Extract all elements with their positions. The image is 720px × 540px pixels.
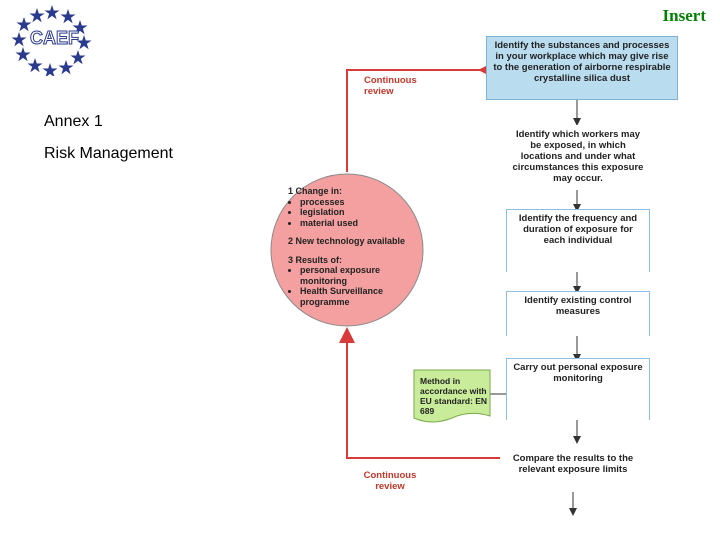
list-item: Health Surveillance programme <box>300 286 428 307</box>
trigger-change-title: 1 Change in: <box>288 186 343 196</box>
trigger-change: 1 Change in: processes legislation mater… <box>288 186 428 228</box>
list-item: material used <box>300 218 428 229</box>
review-label-bottom: Continuous review <box>363 470 417 492</box>
review-label-top: Continuous review <box>364 75 417 97</box>
step-exposure-monitoring: Carry out personal exposure monitoring <box>506 358 650 420</box>
standard-note-shape <box>413 369 491 423</box>
annex-title: Annex 1 <box>44 113 103 130</box>
list-item: processes <box>300 197 428 208</box>
step-control-measures: Identify existing control measures <box>506 291 650 336</box>
list-item: personal exposure monitoring <box>300 265 428 286</box>
review-triggers-circle <box>270 173 424 327</box>
logo-text: CAEF <box>30 28 80 49</box>
trigger-results: 3 Results of: personal exposure monitori… <box>288 255 428 308</box>
step-compare-results: Compare the results to the relevant expo… <box>506 450 640 490</box>
standard-note: Method in accordance with EU standard: E… <box>420 376 488 416</box>
stars-ring <box>11 5 92 78</box>
step-identify-substances: Identify the substances and processes in… <box>486 36 678 100</box>
step-identify-workers: Identify which workers may be exposed, i… <box>506 125 650 189</box>
review-loop-top <box>346 62 494 172</box>
trigger-technology: 2 New technology available <box>288 236 406 246</box>
list-item: legislation <box>300 207 428 218</box>
review-triggers: 1 Change in: processes legislation mater… <box>288 186 428 315</box>
caef-logo: CAEF <box>6 2 98 78</box>
step-frequency-duration: Identify the frequency and duration of e… <box>506 209 650 272</box>
review-loop-bottom <box>339 327 500 459</box>
insert-label: Insert <box>662 6 706 25</box>
page-title: Risk Management <box>44 145 173 162</box>
trigger-results-title: 3 Results of: <box>288 254 343 265</box>
